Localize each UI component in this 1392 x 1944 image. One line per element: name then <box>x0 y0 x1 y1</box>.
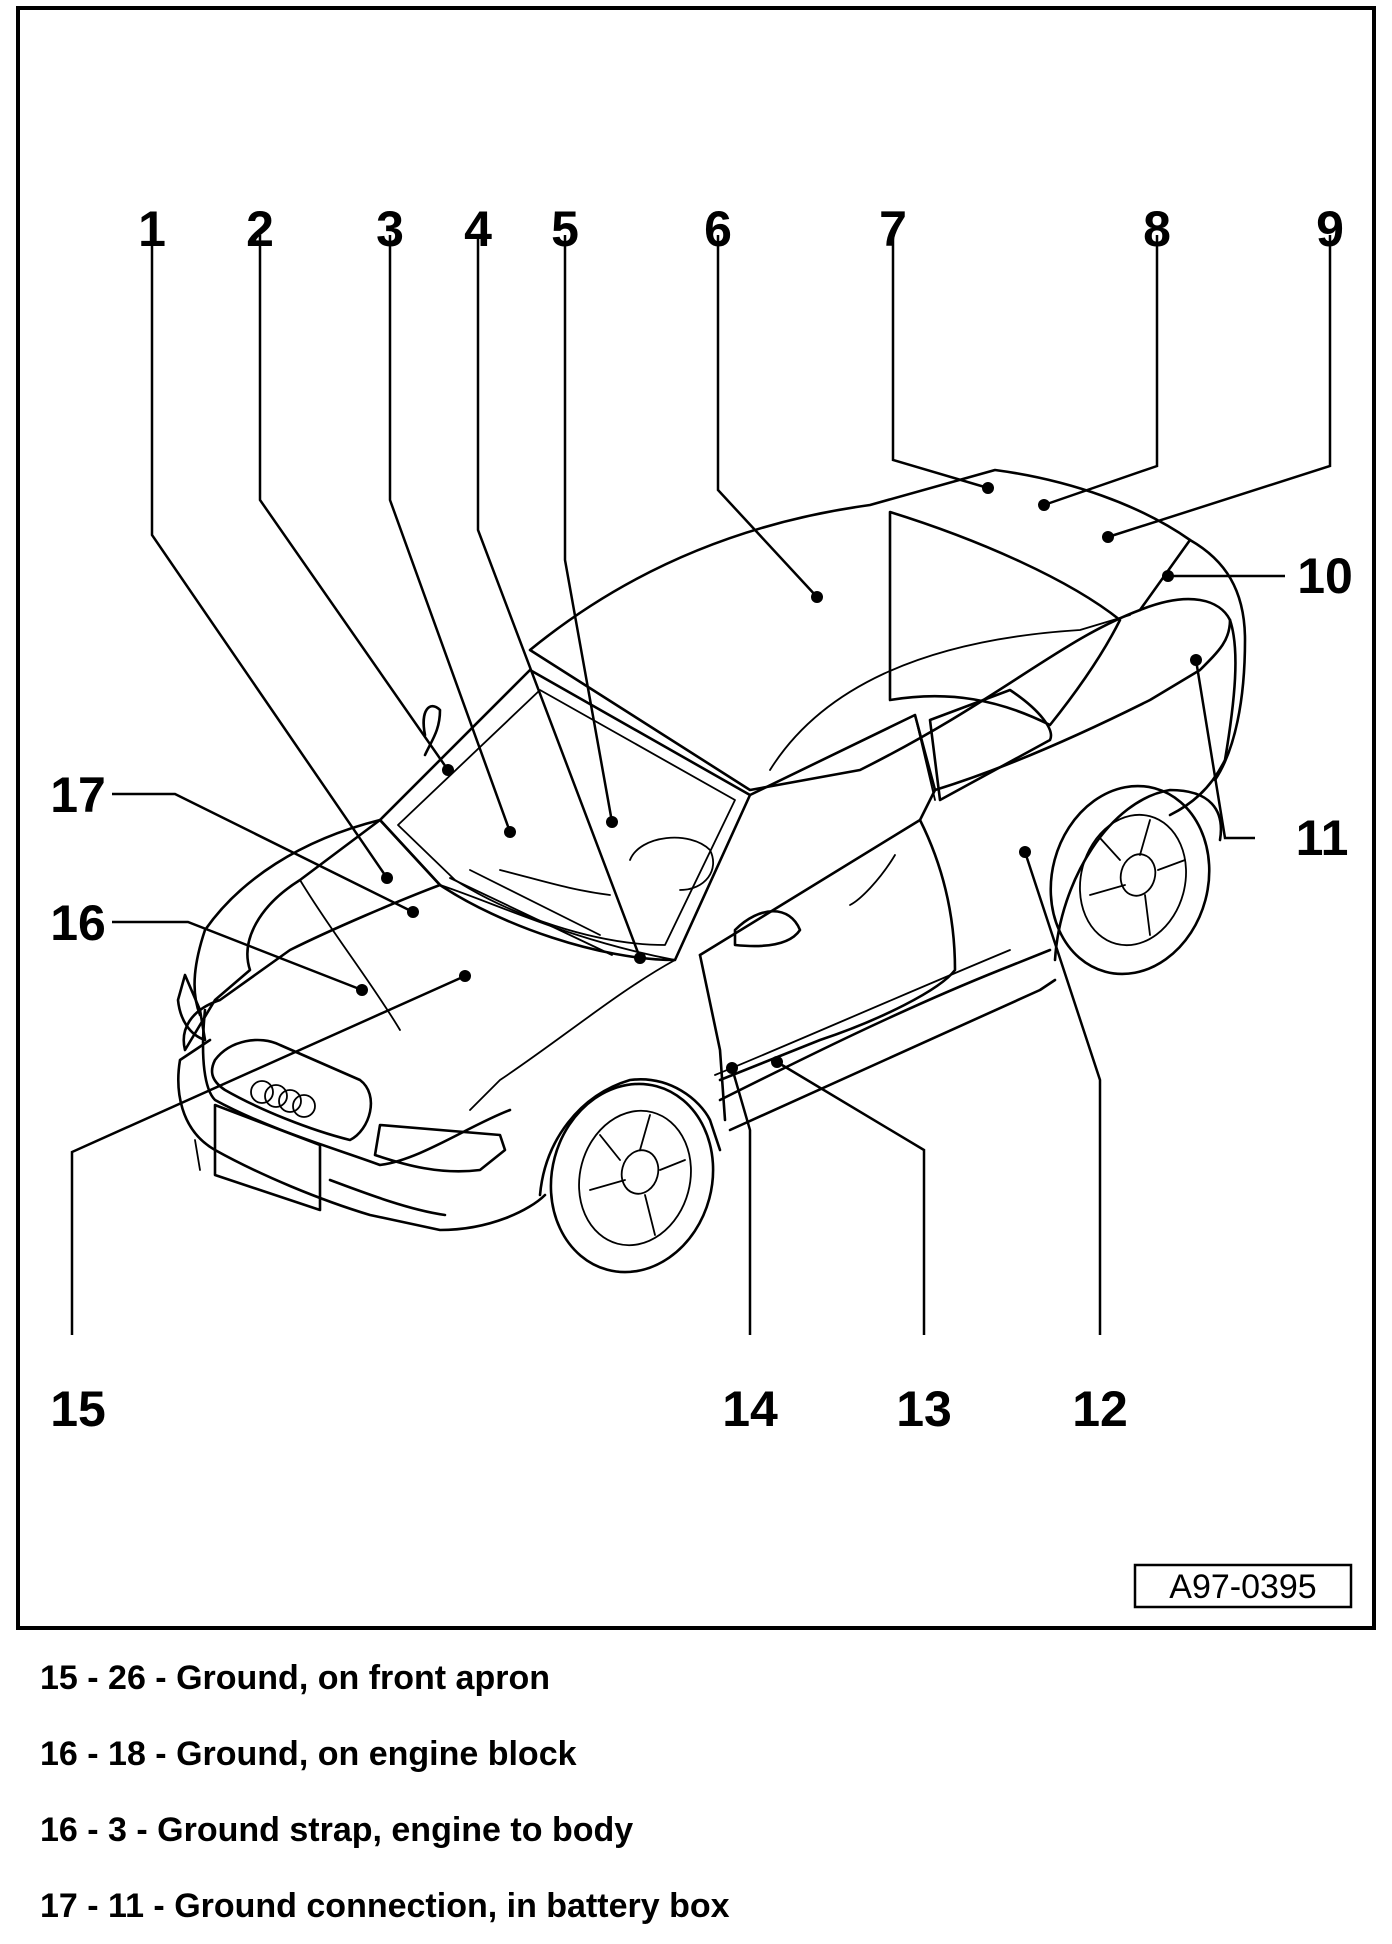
callout-14: 14 <box>722 1381 778 1437</box>
figure-id: A97-0395 <box>1169 1568 1316 1606</box>
callout-6: 6 <box>704 201 732 257</box>
callout-17: 17 <box>50 767 106 823</box>
callout-dots <box>356 482 1202 1074</box>
location-diagram: 1 2 3 4 5 6 7 8 9 10 11 12 13 14 15 16 1… <box>16 6 1376 1630</box>
caption-item: 16 - 3 - Ground strap, engine to body <box>40 1811 634 1849</box>
caption-item: 17 - 11 - Ground connection, in battery … <box>40 1887 730 1925</box>
caption-item: 15 - 26 - Ground, on front apron <box>40 1659 550 1697</box>
callout-7: 7 <box>879 201 907 257</box>
callout-1: 1 <box>138 201 166 257</box>
figure-id-box <box>1133 1563 1353 1609</box>
callout-5: 5 <box>551 201 579 257</box>
callout-3: 3 <box>376 201 404 257</box>
caption-list: 15 - 26 - Ground, on front apron 16 - 18… <box>40 1640 730 1944</box>
callout-11: 11 <box>1296 810 1349 866</box>
callout-labels: 1 2 3 4 5 6 7 8 9 10 11 12 13 14 15 16 1… <box>50 201 1353 1437</box>
callout-12: 12 <box>1072 1381 1128 1437</box>
brand-rings <box>250 1080 316 1118</box>
car-illustration <box>176 468 1247 1274</box>
callout-9: 9 <box>1316 201 1344 257</box>
caption-item: 16 - 18 - Ground, on engine block <box>40 1735 577 1773</box>
callout-16: 16 <box>50 895 106 951</box>
diagram-frame <box>16 6 1376 1630</box>
callout-4: 4 <box>464 201 492 257</box>
callout-13: 13 <box>896 1381 952 1437</box>
callout-2: 2 <box>246 201 274 257</box>
leader-lines <box>70 235 1332 1335</box>
callout-8: 8 <box>1143 201 1171 257</box>
callout-15: 15 <box>50 1381 106 1437</box>
callout-10: 10 <box>1297 548 1353 604</box>
